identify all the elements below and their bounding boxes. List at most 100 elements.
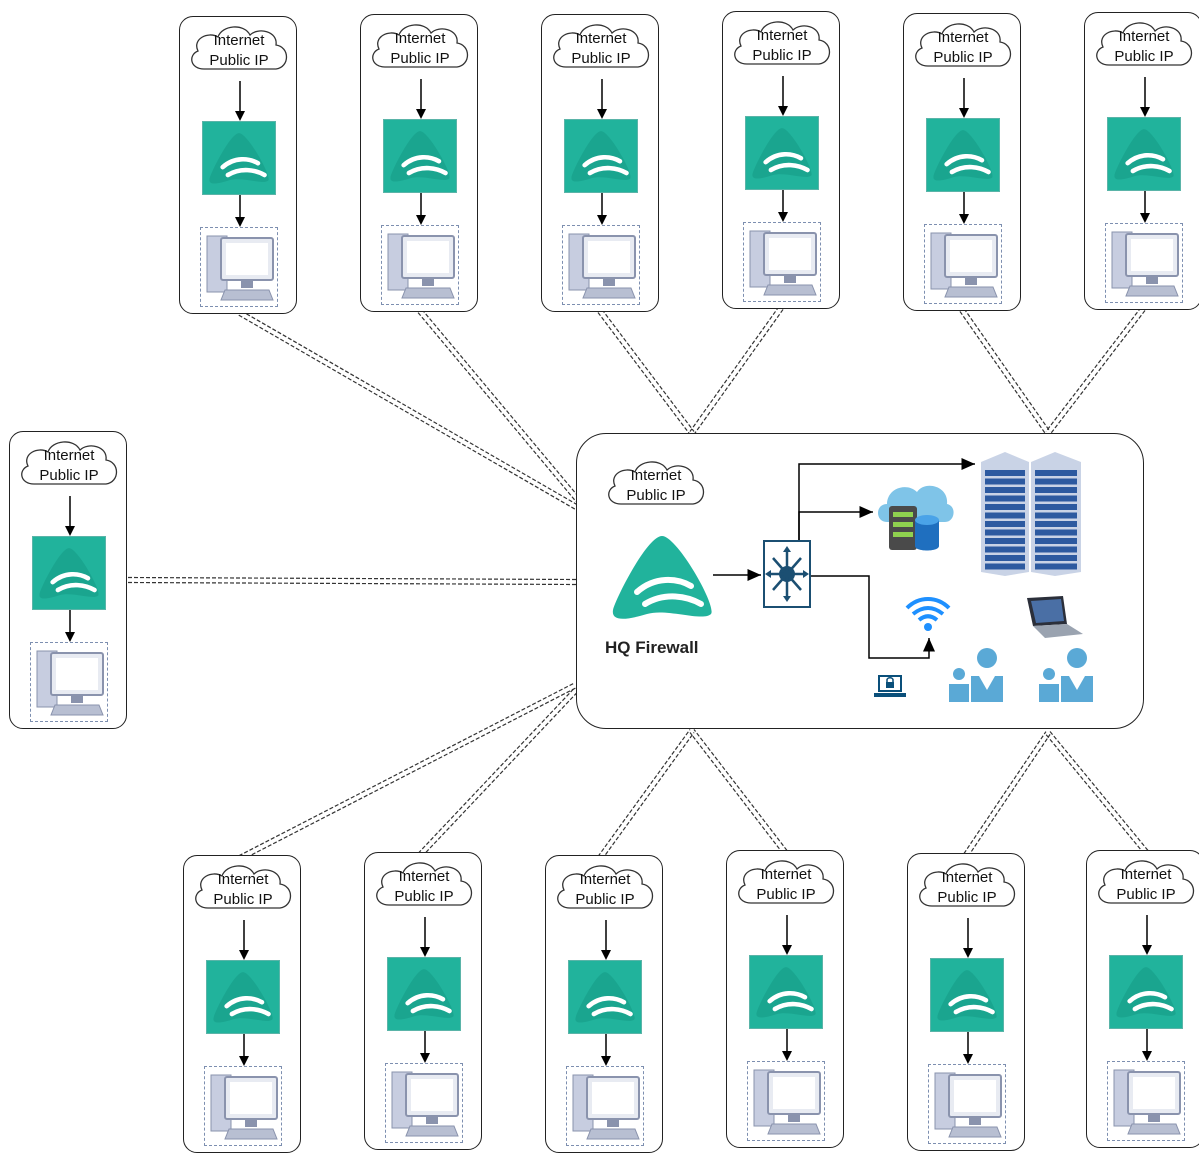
vpn-link (1049, 731, 1149, 851)
cloud-label: Internet Public IP (1089, 27, 1199, 67)
branch-site: Internet Public IP (726, 850, 844, 1148)
down-arrow-icon (420, 917, 430, 957)
branch-site: Internet Public IP (545, 855, 663, 1153)
cloud-icon: Internet Public IP (369, 857, 479, 917)
hq-firewall-label: HQ Firewall (605, 638, 699, 657)
computer-icon (200, 227, 278, 307)
cloud-label-line1: Internet (1120, 866, 1172, 883)
users-icon (1037, 646, 1097, 702)
down-arrow-icon (597, 79, 607, 119)
branch-site: Internet Public IP (364, 852, 482, 1150)
vpn-link (238, 314, 578, 511)
down-arrow-icon (959, 192, 969, 224)
vpn-link (127, 581, 578, 586)
firewall-logo-icon (568, 960, 642, 1034)
down-arrow-icon (782, 1029, 792, 1061)
branch-site: Internet Public IP (907, 853, 1025, 1151)
hq-site: Internet Public IP HQ Firewall (576, 433, 1144, 729)
hq-connectors (713, 458, 975, 659)
firewall-logo-icon (383, 119, 457, 193)
cloud-label: Internet Public IP (550, 870, 660, 910)
branch-site: Internet Public IP (722, 11, 840, 309)
server-rack-icon (975, 448, 1091, 578)
vpn-link (967, 734, 1051, 857)
firewall-logo-icon (926, 118, 1000, 192)
locked-laptop-icon (873, 672, 907, 702)
firewall-logo-icon (202, 121, 276, 195)
cloud-label: Internet Public IP (14, 446, 124, 486)
cloud-label: Internet Public IP (369, 867, 479, 907)
down-arrow-icon (597, 193, 607, 225)
cloud-icon: Internet Public IP (550, 860, 660, 920)
cloud-label-line1: Internet (217, 871, 269, 888)
down-arrow-icon (235, 195, 245, 227)
branch-site: Internet Public IP (541, 14, 659, 312)
firewall-logo-icon (745, 116, 819, 190)
cloud-label-line1: Internet (756, 27, 808, 44)
cloud-label-line1: Internet (398, 868, 450, 885)
cloud-icon: Internet Public IP (912, 858, 1022, 918)
cloud-label-line2: Public IP (1116, 886, 1176, 903)
firewall-logo-icon (749, 955, 823, 1029)
computer-icon (385, 1063, 463, 1143)
cloud-label-line1: Internet (937, 29, 989, 46)
down-arrow-icon (1140, 77, 1150, 117)
vpn-link (240, 686, 578, 861)
cloud-label: Internet Public IP (365, 29, 475, 69)
computer-icon (743, 222, 821, 302)
computer-icon (1105, 223, 1183, 303)
cloud-label-line1: Internet (43, 447, 95, 464)
cloud-label-line2: Public IP (39, 467, 99, 484)
vpn-link (240, 310, 580, 507)
cloud-label-line2: Public IP (1114, 48, 1174, 65)
cloud-icon: Internet Public IP (188, 860, 298, 920)
cloud-icon: Internet Public IP (727, 16, 837, 76)
vpn-link (689, 732, 784, 854)
vpn-link (601, 732, 695, 860)
cloud-label-line1: Internet (575, 30, 627, 47)
vpn-link (963, 308, 1051, 432)
cloud-label-line2: Public IP (937, 889, 997, 906)
vpn-link (601, 309, 695, 432)
down-arrow-icon (963, 918, 973, 958)
down-arrow-icon (778, 190, 788, 222)
cloud-label: Internet Public IP (731, 865, 841, 905)
vpn-link (597, 729, 691, 857)
computer-icon (928, 1064, 1006, 1144)
branch-site: Internet Public IP (1084, 12, 1199, 310)
cloud-label: Internet Public IP (1091, 865, 1199, 905)
computer-icon (381, 225, 459, 305)
cloud-database-icon (873, 476, 955, 552)
firewall-logo-icon (32, 536, 106, 610)
vpn-link (417, 687, 575, 854)
vpn-link (417, 312, 577, 502)
cloud-label-line2: Public IP (626, 487, 686, 504)
computer-icon (204, 1066, 282, 1146)
cloud-label-line2: Public IP (575, 891, 635, 908)
cloud-label: Internet Public IP (601, 466, 711, 506)
cloud-label-line2: Public IP (394, 888, 454, 905)
cloud-label-line2: Public IP (571, 50, 631, 67)
cloud-icon: Internet Public IP (908, 18, 1018, 78)
down-arrow-icon (65, 610, 75, 642)
cloud-label-line2: Public IP (213, 891, 273, 908)
down-arrow-icon (416, 79, 426, 119)
firewall-logo-icon (607, 530, 717, 626)
vpn-link (128, 576, 579, 581)
cloud-label: Internet Public IP (546, 29, 656, 69)
down-arrow-icon (65, 496, 75, 536)
cloud-label-line1: Internet (630, 467, 682, 484)
firewall-logo-icon (387, 957, 461, 1031)
down-arrow-icon (778, 76, 788, 116)
vpn-link (1049, 310, 1146, 435)
cloud-label-line1: Internet (941, 869, 993, 886)
down-arrow-icon (420, 1031, 430, 1063)
cloud-icon: Internet Public IP (731, 855, 841, 915)
vpn-link (1045, 734, 1145, 854)
cloud-label-line1: Internet (760, 866, 812, 883)
down-arrow-icon (782, 915, 792, 955)
cloud-icon: Internet Public IP (14, 436, 124, 496)
computer-icon (566, 1066, 644, 1146)
cloud-label-line2: Public IP (209, 52, 269, 69)
vpn-link (238, 682, 576, 857)
